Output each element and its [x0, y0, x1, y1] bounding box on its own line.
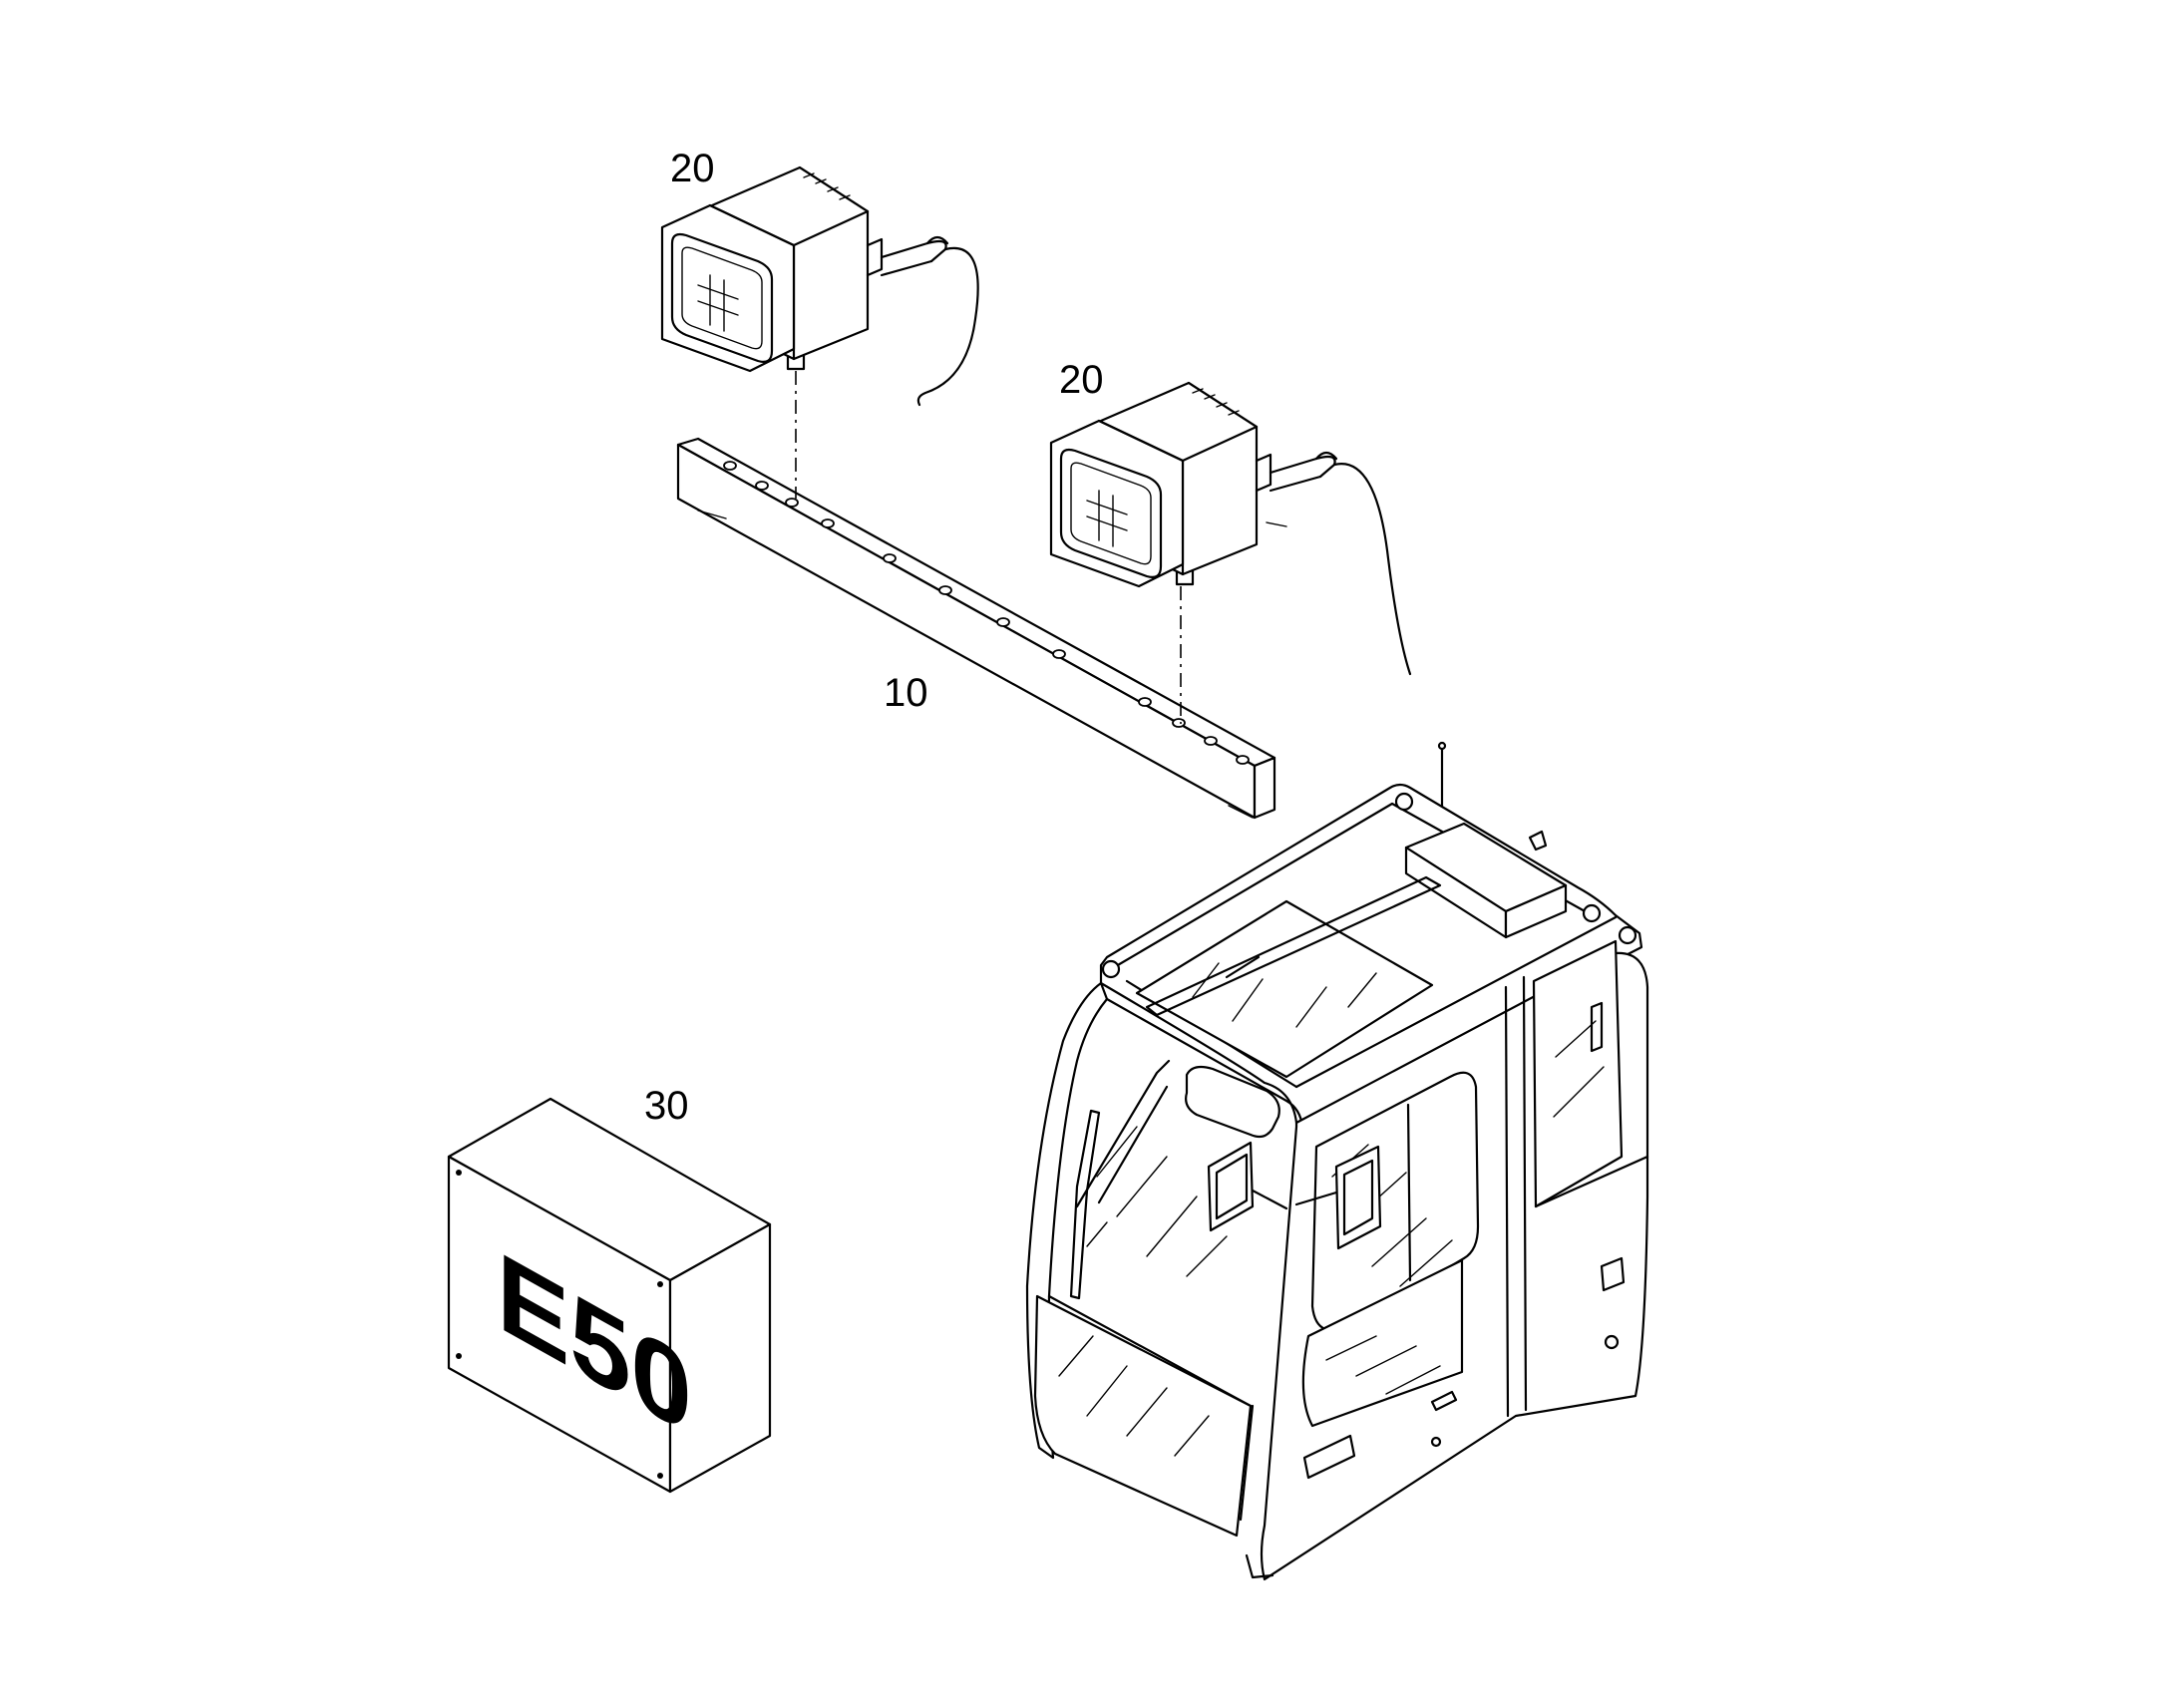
- label-bar: 10: [884, 671, 928, 715]
- excavator-cab: [1025, 741, 1649, 1581]
- work-lamp-left: [660, 166, 979, 407]
- label-kit-box: 30: [644, 1084, 689, 1128]
- kit-box: E50: [447, 1097, 772, 1494]
- work-lamp-right: [1049, 381, 1412, 676]
- label-lamp-left: 20: [670, 147, 715, 190]
- label-lamp-right: 20: [1059, 358, 1104, 402]
- bar-holes: [723, 461, 1250, 765]
- mounting-bar: [676, 437, 1276, 820]
